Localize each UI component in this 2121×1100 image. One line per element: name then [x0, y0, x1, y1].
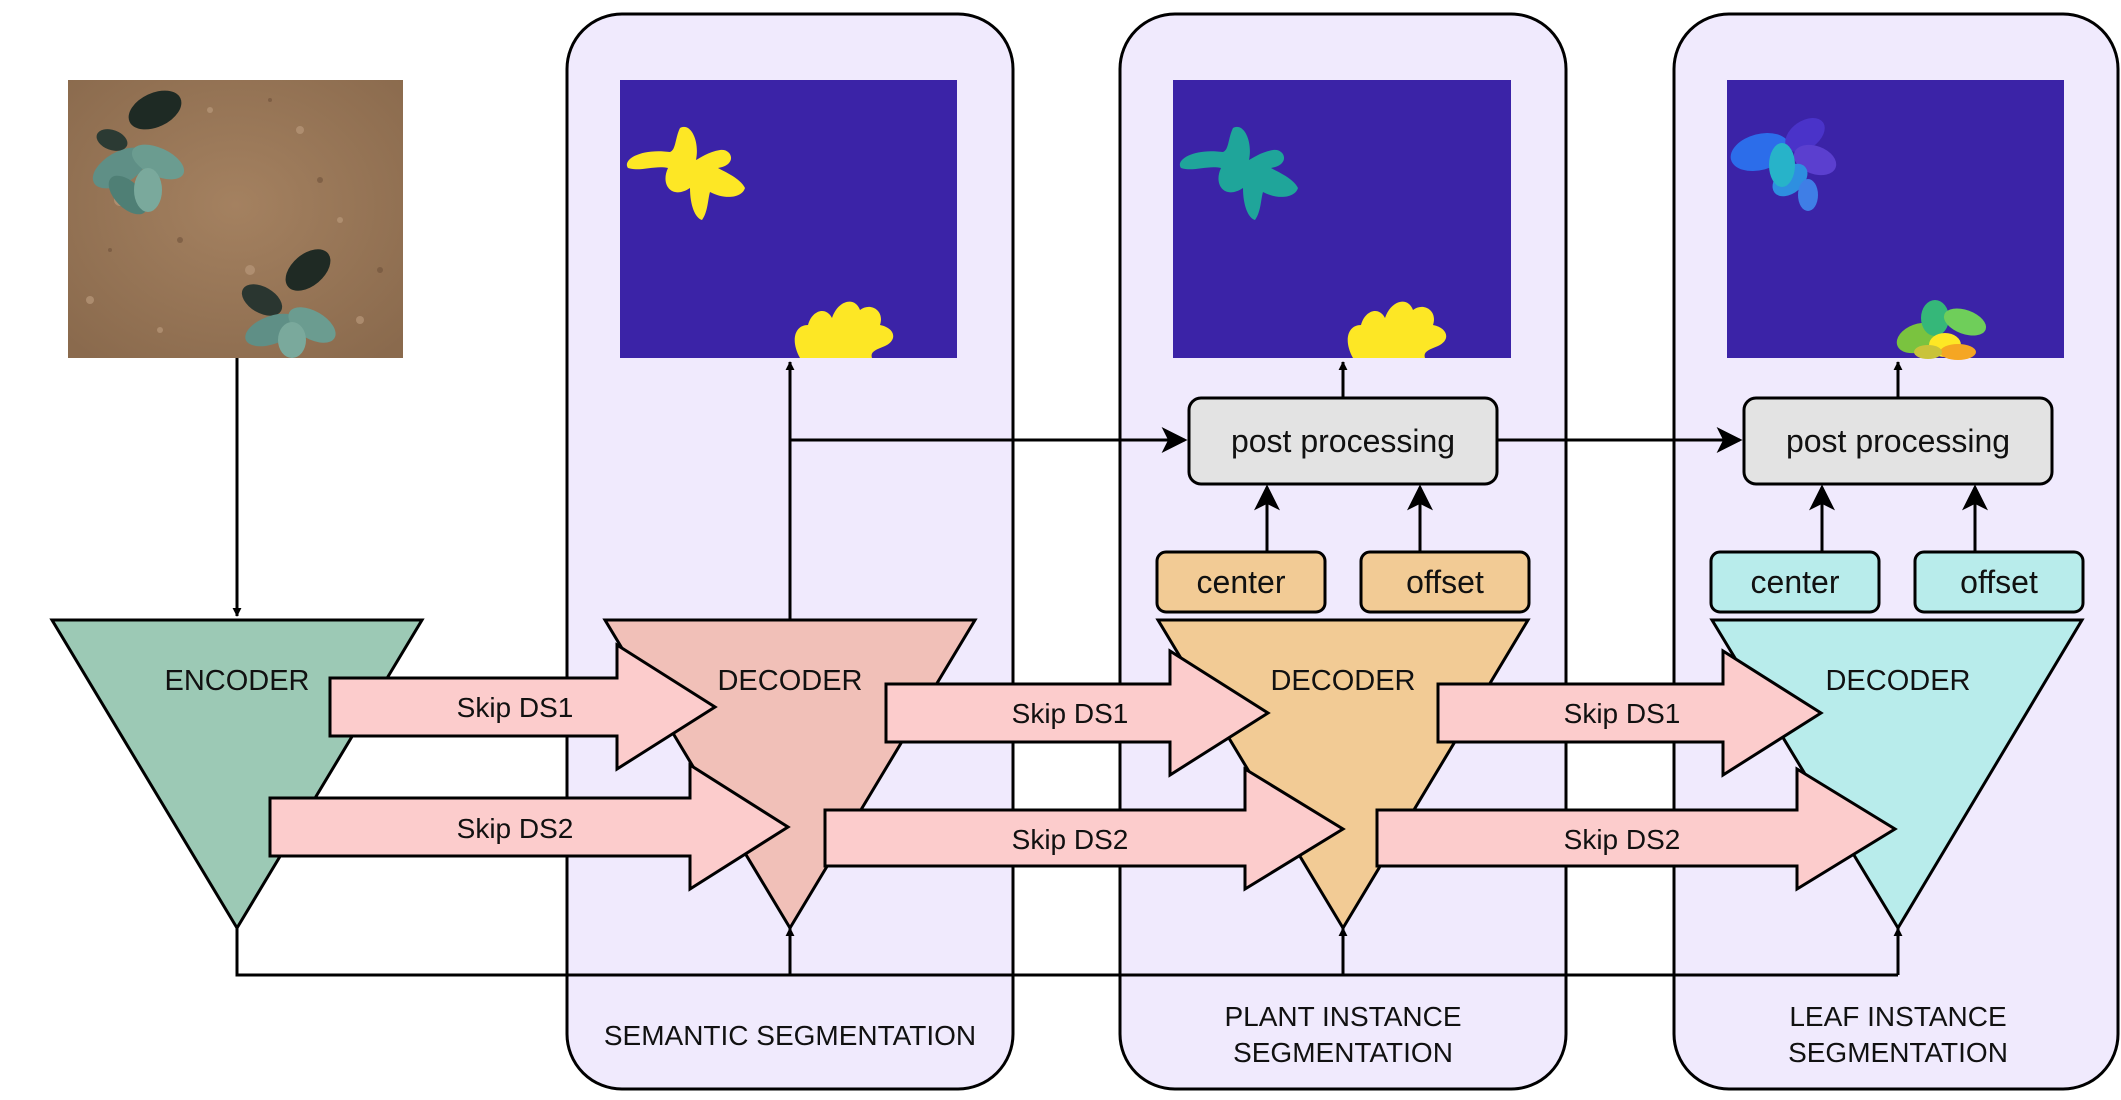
leaf-panel-title-line1: LEAF INSTANCE [1789, 1001, 2006, 1032]
plant-offset-head: offset [1359, 550, 1531, 614]
plant-top-left [92, 90, 185, 215]
encoder-block: ENCODER [49, 618, 425, 931]
leaf-offset-head: offset [1913, 550, 2085, 614]
leaf-center-head: center [1709, 550, 1881, 614]
encoder-label: ENCODER [164, 665, 309, 697]
svg-text:post processing: post processing [1231, 423, 1455, 459]
plant-post-processing-box: post processing [1187, 396, 1499, 486]
plant-instance-2 [1347, 301, 1447, 358]
plant-bottom-right [241, 249, 336, 358]
semantic-decoder-label: DECODER [717, 665, 862, 697]
semantic-plant-1 [626, 126, 745, 220]
plant-center-head: center [1155, 550, 1327, 614]
leaf-post-processing-box: post processing [1742, 396, 2054, 486]
svg-text:Skip DS1: Skip DS1 [1564, 698, 1681, 729]
plant-decoder-label: DECODER [1270, 665, 1415, 697]
input-field-image [68, 80, 403, 358]
semantic-mask-image [620, 80, 957, 358]
skip-arrows: Skip DS1 Skip DS2 Skip DS1 Skip DS2 Skip… [268, 642, 1898, 892]
svg-text:offset: offset [1960, 564, 2038, 600]
svg-text:Skip DS2: Skip DS2 [1564, 824, 1681, 855]
svg-text:post processing: post processing [1786, 423, 2010, 459]
leaf-decoder-label: DECODER [1825, 665, 1970, 697]
skip-ds1-plant-to-leaf: Skip DS1 [1436, 648, 1824, 778]
leaf-decoder-block: DECODER [1709, 618, 2085, 931]
svg-text:offset: offset [1406, 564, 1484, 600]
svg-text:Skip DS1: Skip DS1 [457, 692, 574, 723]
plant-instance-mask-image [1173, 80, 1511, 358]
skip-ds2-encoder-to-semantic: Skip DS2 [268, 762, 791, 892]
plant-panel-title-line1: PLANT INSTANCE [1224, 1001, 1461, 1032]
svg-text:Skip DS2: Skip DS2 [1012, 824, 1129, 855]
semantic-panel-title: SEMANTIC SEGMENTATION [604, 1020, 976, 1051]
connector-lines [232, 358, 1988, 977]
encoder-bottom-bus [235, 928, 1898, 977]
svg-text:Skip DS1: Skip DS1 [1012, 698, 1129, 729]
svg-text:center: center [1751, 564, 1840, 600]
leaf-instances-1 [1730, 117, 1837, 211]
svg-text:Skip DS2: Skip DS2 [457, 813, 574, 844]
svg-text:center: center [1197, 564, 1286, 600]
skip-ds2-plant-to-leaf: Skip DS2 [1375, 766, 1898, 892]
semantic-plant-2 [794, 301, 894, 358]
leaf-instances-2 [1896, 300, 1987, 360]
plant-panel-title-line2: SEGMENTATION [1233, 1037, 1453, 1068]
skip-ds1-encoder-to-semantic: Skip DS1 [328, 642, 718, 772]
leaf-panel-title-line2: SEGMENTATION [1788, 1037, 2008, 1068]
leaf-instance-mask-image [1727, 80, 2064, 360]
skip-ds1-semantic-to-plant: Skip DS1 [884, 648, 1271, 778]
plant-instance-1 [1179, 126, 1298, 220]
skip-ds2-semantic-to-plant: Skip DS2 [823, 766, 1346, 892]
